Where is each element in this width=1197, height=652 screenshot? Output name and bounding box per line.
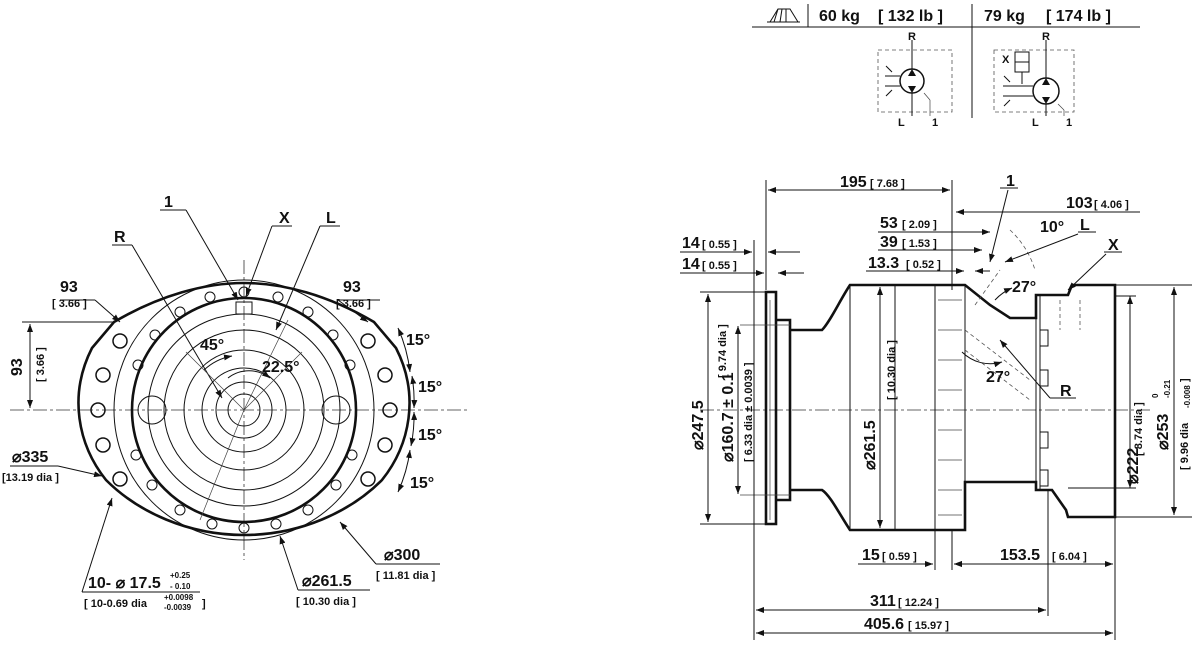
front-housing-ring [130, 296, 358, 524]
dia-300: ⌀300 [384, 547, 420, 564]
angle-27-bottom: 27° [986, 369, 1010, 386]
dia-253-tol-dn: -0.21 [1163, 379, 1172, 398]
holes-in-tol-dn: -0.0039 [164, 603, 192, 612]
dim-14-a-in: [ 0.55 ] [702, 239, 737, 251]
dim-93-right: 93 [343, 279, 361, 296]
dim-39: 39 [880, 234, 898, 251]
angle-27-top: 27° [1012, 279, 1036, 296]
dia-253-in-close: ] [1179, 378, 1191, 382]
dim-39-in: [ 1.53 ] [902, 238, 937, 250]
dia-335-in: [13.19 dia ] [2, 472, 59, 484]
dim-153-5: 153.5 [1000, 547, 1040, 564]
side-port-r-label: R [1060, 383, 1072, 400]
side-port-l-label: L [1080, 217, 1090, 234]
front-port-l-label: L [326, 210, 336, 227]
dim-13-3-in: [ 0.52 ] [906, 259, 941, 271]
holes-spec: 10- ⌀ 17.5 [88, 575, 161, 592]
weight-a: 60 kg [819, 8, 860, 25]
hydraulic-symbol-b: X R L 1 [993, 31, 1075, 129]
dia-253-tol-up: 0 [1151, 393, 1160, 398]
symbol-b-r: R [1042, 31, 1050, 43]
dim-15-in: [ 0.59 ] [882, 551, 917, 563]
symbol-a-r: R [908, 31, 916, 43]
dim-14-a: 14 [682, 235, 700, 252]
dim-405-6: 405.6 [864, 616, 904, 633]
dim-14-b-in: [ 0.55 ] [702, 260, 737, 272]
side-dia-261-5: ⌀261.5 [862, 420, 879, 470]
dim-153-5-in: [ 6.04 ] [1052, 551, 1087, 563]
weight-a-lb: [ 132 lb ] [878, 8, 943, 25]
dia-222: ⌀222 [1125, 448, 1142, 484]
hydraulic-symbol-a: R L 1 [877, 31, 953, 129]
dia-222-in: [ 8.74 dia ] [1133, 402, 1145, 456]
angle-22-5: 22.5° [262, 359, 300, 376]
dia-261-5-in: [ 10.30 dia ] [296, 596, 356, 608]
weight-table: 60 kg [ 132 lb ] 79 kg [ 174 lb ] R L 1 [752, 4, 1140, 129]
side-view: 195 [ 7.68 ] 103 [ 4.06 ] 53 [ 2.09 ] 39… [680, 173, 1192, 640]
side-port-1-label: 1 [1006, 173, 1015, 190]
dia-160-7-in: [ 6.33 dia ± 0.0039 ] [743, 362, 755, 462]
dim-15: 15 [862, 547, 880, 564]
dim-311: 311 [870, 593, 896, 610]
housing-bolts [130, 286, 358, 534]
symbol-b-1: 1 [1066, 117, 1072, 129]
angle-45: 45° [200, 337, 224, 354]
angle-15-a: 15° [406, 332, 430, 349]
dim-195: 195 [840, 174, 867, 191]
holes-in-tol-up: +0.0098 [164, 593, 194, 602]
dia-253: ⌀253 [1155, 414, 1172, 450]
holes-in-close: ] [202, 598, 206, 610]
side-dia-261-5-in: [ 10.30 dia ] [886, 340, 898, 400]
weight-b: 79 kg [984, 8, 1025, 25]
dia-247-5-in: [ 9.74 dia ] [717, 324, 729, 378]
holes-in: [ 10-0.69 dia [84, 598, 148, 610]
dim-13-3: 13.3 [868, 255, 899, 272]
dim-195-in: [ 7.68 ] [870, 178, 905, 190]
dim-93-left-in: [ 3.66 ] [52, 298, 87, 310]
dim-93-right-in: [ 3.66 ] [336, 298, 371, 310]
front-port-x-label: X [279, 210, 290, 227]
flange-bolt-holes [90, 333, 398, 487]
weight-icon [767, 8, 800, 23]
dia-253-in: [ 9.96 dia [1179, 422, 1191, 470]
dia-261-5: ⌀261.5 [302, 573, 352, 590]
front-view: 1 X L R 93 [ 3.66 ] 93 [ 3.66 ] 93 [ 3.6… [2, 194, 470, 612]
dim-53: 53 [880, 215, 898, 232]
dia-335: ⌀335 [12, 449, 48, 466]
dim-93-vert: 93 [9, 358, 26, 376]
dim-93-vert-in: [ 3.66 ] [35, 347, 47, 382]
dim-53-in: [ 2.09 ] [902, 219, 937, 231]
angle-15-c: 15° [418, 427, 442, 444]
dim-405-6-in: [ 15.97 ] [908, 620, 949, 632]
symbol-a-1: 1 [932, 117, 938, 129]
symbol-b-x: X [1002, 54, 1010, 66]
symbol-a-l: L [898, 117, 905, 129]
angle-15-d: 15° [410, 475, 434, 492]
dim-103-in: [ 4.06 ] [1094, 199, 1129, 211]
side-body-outline [764, 283, 1117, 532]
holes-tol-dn: - 0.10 [170, 582, 191, 591]
dim-14-b: 14 [682, 256, 700, 273]
angle-10: 10° [1040, 219, 1064, 236]
front-port-1-label: 1 [164, 194, 173, 211]
angle-15-b: 15° [418, 379, 442, 396]
front-flange-outline [77, 281, 411, 537]
dia-253-in-tol: -0.008 [1183, 385, 1192, 408]
side-ribs [938, 299, 962, 516]
dia-160-7: ⌀160.7 ± 0.1 [720, 372, 737, 462]
weight-b-lb: [ 174 lb ] [1046, 8, 1111, 25]
dim-93-left: 93 [60, 279, 78, 296]
dim-311-in: [ 12.24 ] [898, 597, 939, 609]
dia-247-5: ⌀247.5 [690, 400, 707, 450]
front-port-r-label: R [114, 229, 126, 246]
side-port-x-label: X [1108, 237, 1119, 254]
holes-tol-up: +0.25 [170, 571, 191, 580]
dim-103: 103 [1066, 195, 1093, 212]
dia-300-in: [ 11.81 dia ] [376, 570, 436, 582]
symbol-b-l: L [1032, 117, 1039, 129]
